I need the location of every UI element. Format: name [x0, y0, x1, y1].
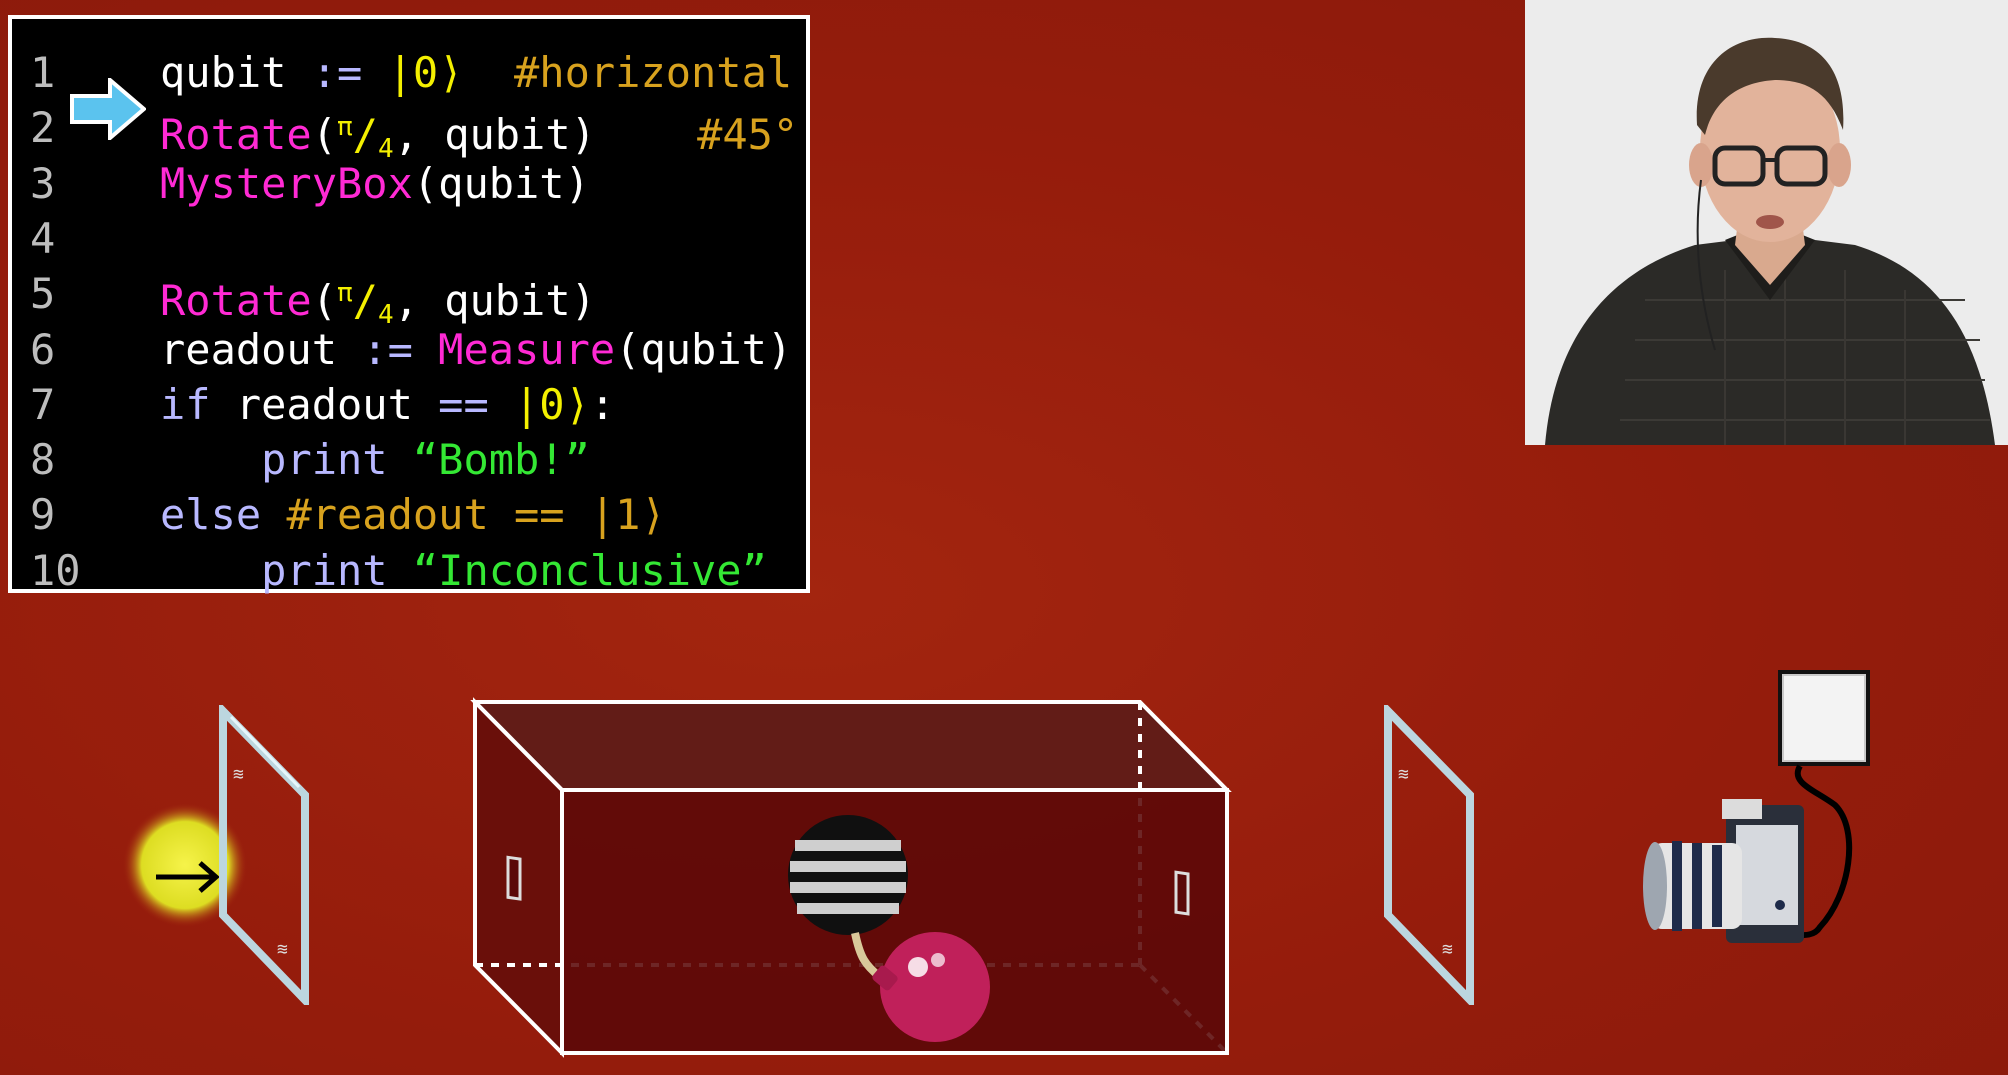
code-line: 10 print “Inconclusive”	[12, 543, 806, 598]
svg-text:≋: ≋	[277, 939, 288, 960]
code-token: Rotate	[160, 110, 312, 160]
code-token: Rotate	[160, 276, 312, 326]
line-number: 5	[30, 269, 56, 319]
code-token: #45°	[697, 110, 799, 160]
code-line: 6 readout := Measure(qubit)	[12, 322, 806, 377]
code-token: Measure	[438, 324, 616, 374]
camera-icon	[1643, 670, 1870, 943]
code-token: |0⟩	[514, 379, 590, 429]
code-token: :=	[362, 324, 439, 374]
code-token: :	[589, 379, 616, 429]
code-token	[160, 546, 261, 595]
code-token: (	[311, 110, 338, 160]
code-token: readout	[160, 324, 363, 374]
code-token: “Inconclusive”	[412, 545, 767, 595]
line-number: 7	[30, 379, 56, 429]
svg-text:≋: ≋	[233, 764, 244, 785]
code-token: (qubit)	[615, 324, 793, 374]
line-number: 4	[30, 213, 56, 263]
code-text: if readout == |0⟩:	[160, 377, 615, 432]
code-token: print	[261, 435, 413, 485]
code-token: π/4	[337, 276, 394, 331]
code-token: :=	[311, 48, 388, 97]
svg-text:≋: ≋	[1442, 939, 1453, 960]
presenter-webcam	[1525, 0, 2008, 445]
line-number: 10	[30, 545, 81, 595]
code-line: 9 else #readout == |1⟩	[12, 487, 806, 542]
code-text: print “Inconclusive”	[160, 543, 767, 598]
code-token: , qubit)	[393, 276, 596, 326]
code-text: MysteryBox(qubit)	[160, 156, 590, 211]
photon-icon	[123, 803, 247, 927]
line-number: 9	[30, 490, 56, 540]
code-line: 7 if readout == |0⟩:	[12, 377, 806, 432]
code-line: 4	[12, 211, 806, 266]
code-line: 1 qubit := |0⟩ #horizontal	[12, 45, 806, 100]
code-token: (	[311, 276, 338, 326]
line-number: 3	[30, 158, 56, 208]
code-text: readout := Measure(qubit)	[160, 322, 792, 377]
code-text: print “Bomb!”	[160, 432, 590, 487]
code-text: Rotate(π/4, qubit) #45°	[160, 100, 798, 177]
code-token: |0⟩	[387, 48, 464, 97]
line-number: 8	[30, 435, 56, 485]
code-token: readout	[235, 379, 439, 429]
beam-splitter-left-icon: ≋ ≋	[219, 705, 309, 1005]
code-token: ==	[438, 379, 515, 429]
code-token	[160, 435, 261, 484]
code-token: π/4	[337, 110, 394, 165]
presenter-image	[1525, 0, 2008, 445]
code-token: “Bomb!”	[412, 435, 590, 485]
code-token: if	[160, 379, 236, 429]
line-number: 6	[30, 324, 56, 374]
line-number: 2	[30, 103, 56, 153]
code-text: else #readout == |1⟩	[160, 487, 666, 542]
code-token: #horizontal	[514, 48, 793, 97]
code-token: else	[160, 490, 287, 540]
mystery-box-icon	[470, 697, 1232, 1058]
current-line-arrow-icon	[70, 78, 146, 140]
code-text: qubit := |0⟩ #horizontal	[160, 45, 792, 100]
code-line: 3 MysteryBox(qubit)	[12, 156, 806, 211]
line-number: 1	[30, 48, 56, 97]
code-text: Rotate(π/4, qubit)	[160, 266, 596, 343]
code-line: 8 print “Bomb!”	[12, 432, 806, 487]
code-token: (qubit)	[412, 158, 590, 208]
svg-text:≋: ≋	[1398, 764, 1409, 785]
code-token: print	[261, 545, 413, 595]
code-token: qubit	[160, 48, 312, 97]
code-line: 2 Rotate(π/4, qubit) #45°	[12, 100, 806, 164]
beam-splitter-right-icon: ≋ ≋	[1384, 705, 1474, 1005]
code-token: MysteryBox	[160, 158, 413, 208]
code-line: 5 Rotate(π/4, qubit)	[12, 266, 806, 330]
code-token	[463, 48, 514, 97]
code-token: #readout == |1⟩	[286, 490, 666, 540]
code-token: , qubit)	[393, 110, 698, 160]
